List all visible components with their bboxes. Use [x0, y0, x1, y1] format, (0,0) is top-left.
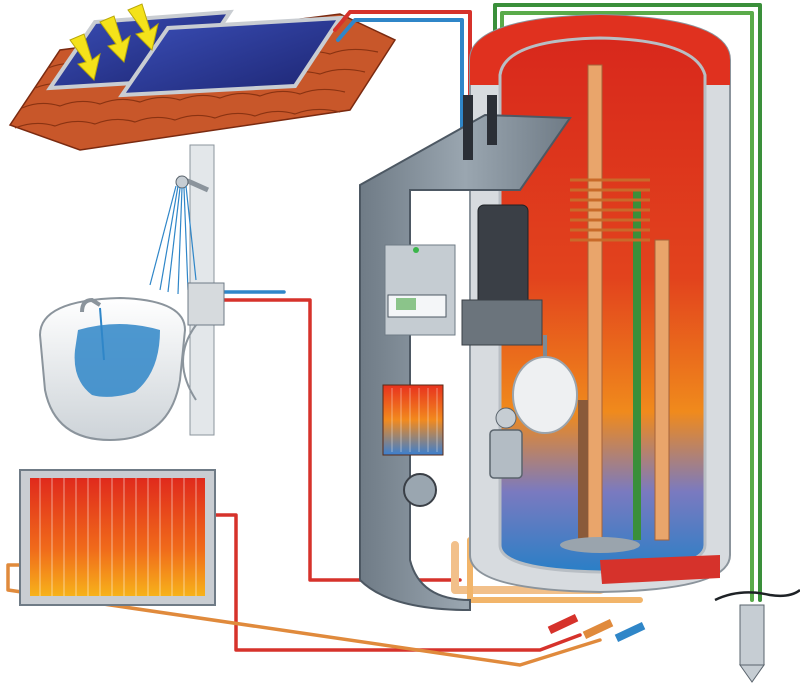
condenser-fins	[391, 388, 438, 452]
casing-front	[359, 113, 572, 612]
radiator-fins	[39, 478, 197, 596]
display-screen	[396, 298, 416, 310]
tank-pipe-3	[633, 190, 641, 540]
sun-ray-icon	[69, 3, 159, 81]
casing-panel	[384, 244, 456, 336]
solar-panel-right	[118, 15, 344, 98]
heat-pump-unit	[359, 95, 572, 612]
tank-pipe-1	[587, 64, 603, 546]
shower	[149, 144, 225, 436]
connector-pipe-2	[487, 95, 497, 145]
status-led	[413, 247, 419, 253]
tank-bottom-band	[600, 555, 720, 584]
bathtub	[38, 296, 187, 442]
compressor-base	[461, 299, 543, 346]
tank-pipe-4	[578, 400, 588, 545]
heat-exchanger-coil	[570, 178, 650, 242]
radiator-heat	[30, 478, 205, 596]
connector-pipe-1	[463, 95, 473, 160]
expansion-vessel	[512, 335, 578, 434]
tank-pipe-2	[654, 239, 670, 541]
circulation-pump	[489, 407, 523, 479]
compressor	[477, 204, 529, 311]
pipe-solar-cold	[336, 18, 464, 137]
tank-base-plate	[560, 537, 640, 553]
pipe-radiator-flow	[212, 513, 582, 652]
pipe-radiator-return	[6, 563, 602, 667]
probe-body	[739, 604, 765, 666]
ground-probe	[714, 588, 800, 683]
shower-hose	[182, 324, 197, 401]
pipe-ends	[547, 614, 646, 642]
condenser-block	[382, 384, 444, 456]
radiator	[19, 469, 216, 606]
shower-mixer	[187, 282, 225, 326]
pump-small	[403, 473, 437, 507]
ground-line	[714, 588, 800, 602]
solar-collectors	[8, 3, 397, 151]
water-drop-icon	[149, 185, 197, 295]
tub-water	[74, 324, 160, 397]
tub-faucet	[80, 297, 102, 313]
